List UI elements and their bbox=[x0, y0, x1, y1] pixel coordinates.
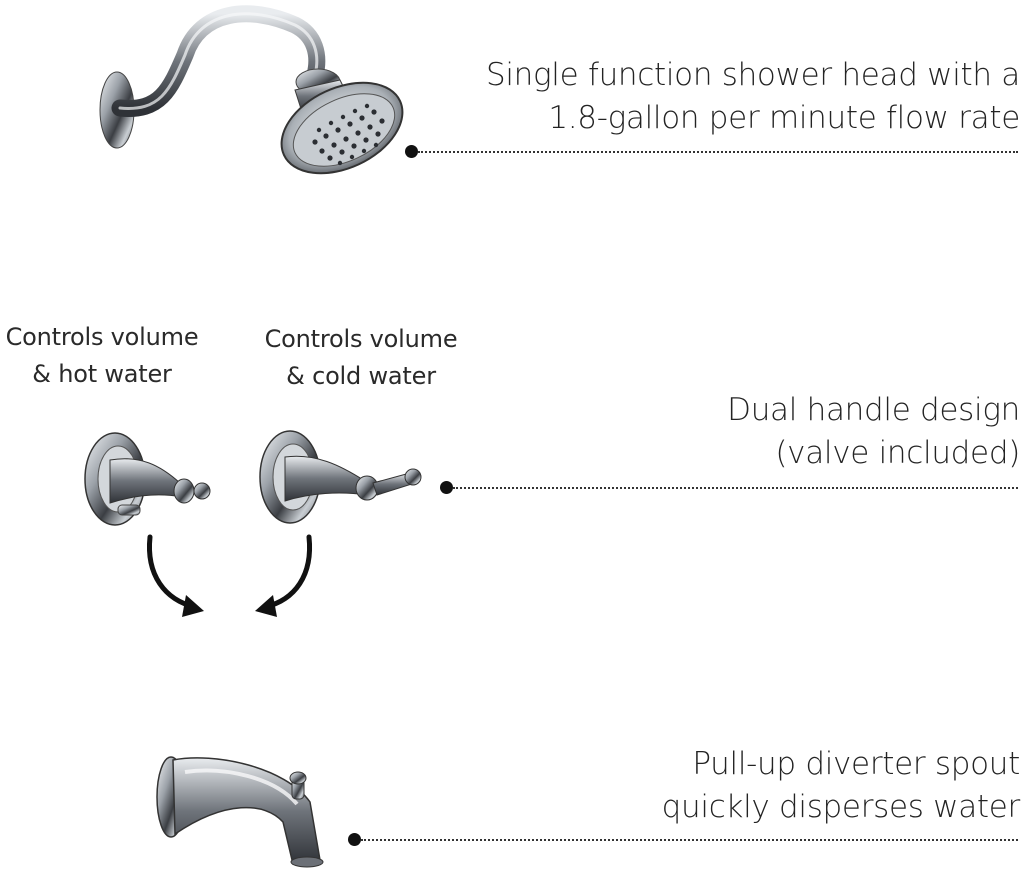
dual-handle-callout-dot bbox=[440, 481, 453, 494]
hot-handle-label-line-2: & hot water bbox=[32, 360, 172, 388]
arrow-curve-icon bbox=[255, 534, 313, 617]
cold-handle-label-line-2: & cold water bbox=[286, 362, 436, 390]
hot-handle-label-line-1: Controls volume bbox=[5, 323, 199, 351]
spout-callout-dot bbox=[348, 833, 361, 846]
cold-handle-label: Controls volume & cold water bbox=[259, 321, 463, 395]
dual-handle-caption-line-2: (valve included) bbox=[775, 435, 1020, 471]
spout-caption-line-1: Pull-up diverter spout bbox=[692, 746, 1020, 782]
shower-head-caption-line-2: 1.8-gallon per minute flow rate bbox=[548, 100, 1020, 136]
arrow-curve-icon bbox=[146, 534, 204, 617]
hot-handle-label: Controls volume & hot water bbox=[0, 319, 204, 393]
dual-handle-caption: Dual handle design (valve included) bbox=[727, 389, 1020, 475]
shower-head-caption: Single function shower head with a 1.8-g… bbox=[486, 54, 1020, 140]
shower-head-caption-line-1: Single function shower head with a bbox=[485, 57, 1020, 93]
spout-caption: Pull-up diverter spout quickly disperses… bbox=[661, 743, 1021, 829]
shower-head-callout-dot bbox=[405, 145, 418, 158]
spout-leader-line bbox=[361, 839, 1018, 841]
handle-cold-icon bbox=[259, 430, 422, 524]
tub-spout-icon bbox=[156, 756, 324, 868]
shower-head-icon bbox=[99, 5, 404, 175]
cold-handle-label-line-1: Controls volume bbox=[264, 325, 458, 353]
spout-caption-line-2: quickly disperses water bbox=[661, 789, 1021, 825]
shower-head-leader-line bbox=[418, 151, 1018, 153]
handle-hot-icon bbox=[84, 432, 211, 526]
dual-handle-leader-line bbox=[453, 487, 1018, 489]
dual-handle-caption-line-1: Dual handle design bbox=[727, 392, 1020, 428]
